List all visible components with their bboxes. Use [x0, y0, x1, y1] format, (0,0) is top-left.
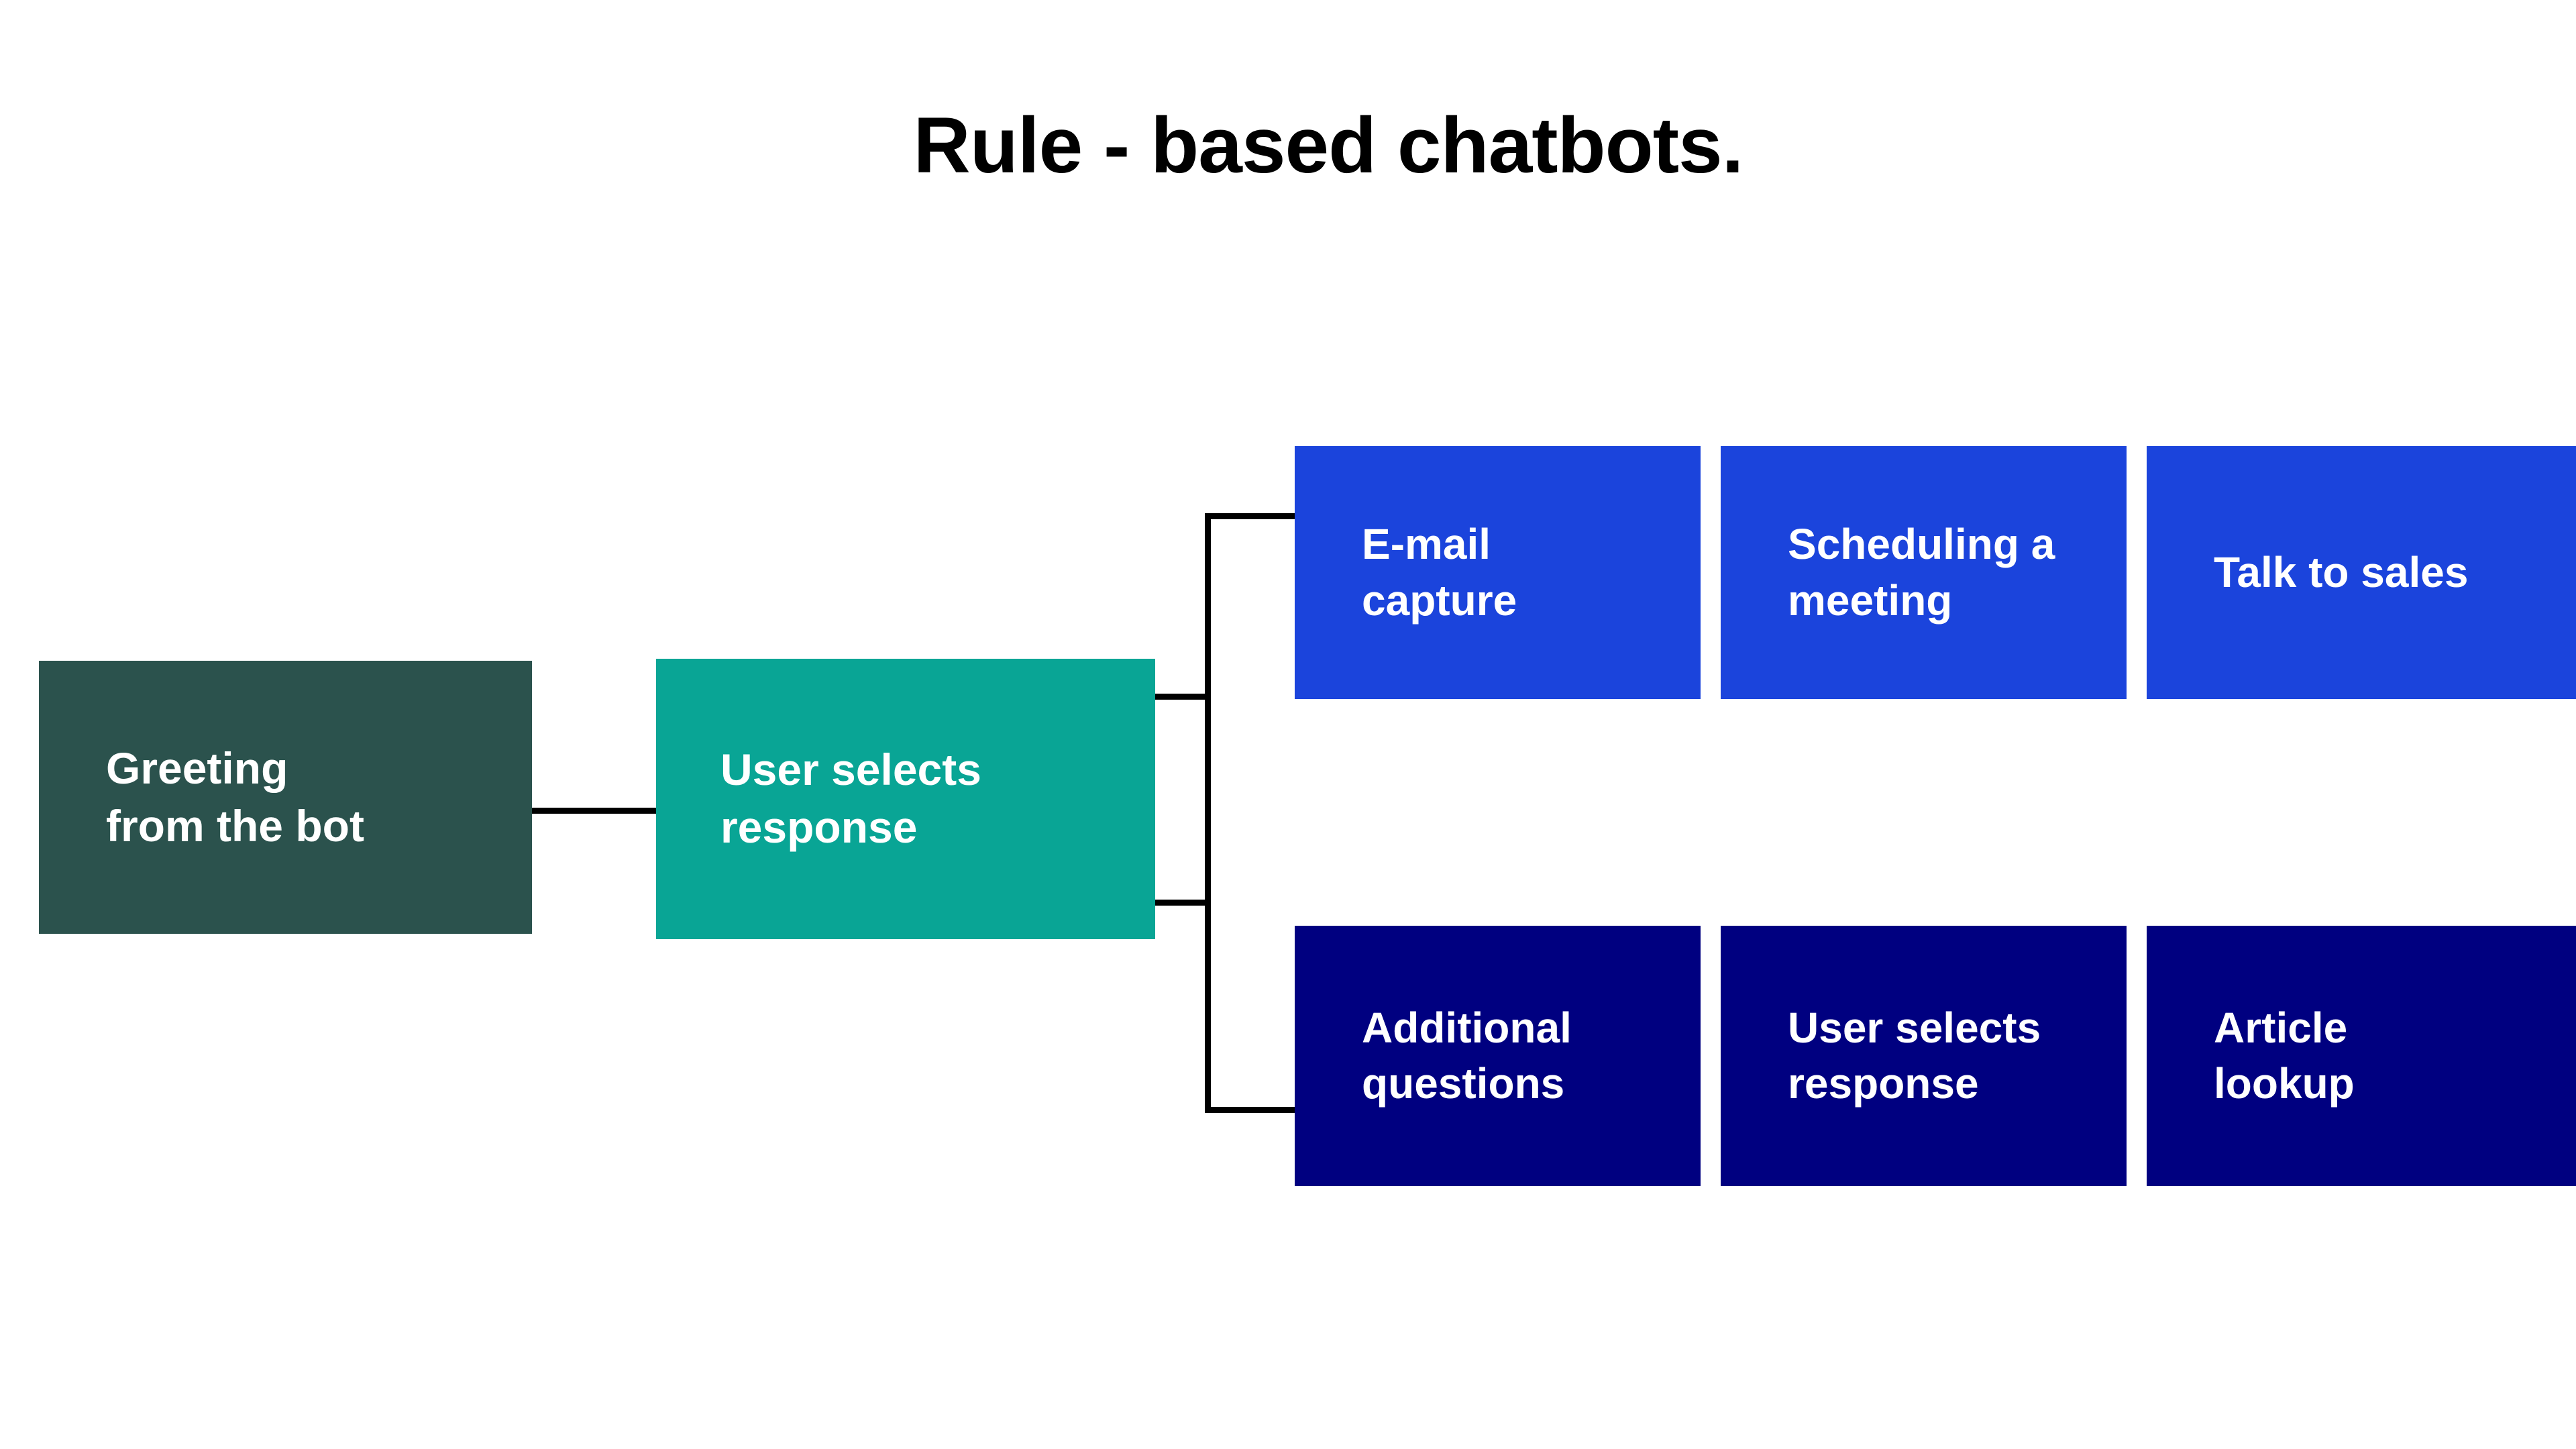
node-label: Article lookup [2214, 1003, 2355, 1108]
node-article-lookup[interactable]: Article lookup [2147, 926, 2576, 1186]
connector-branch-spine [1205, 513, 1211, 1113]
connector-stage-stub-upper [1155, 694, 1209, 700]
node-label: Scheduling a meeting [1788, 520, 2055, 625]
connector-stage-stub-lower [1155, 900, 1209, 906]
node-talk-to-sales[interactable]: Talk to sales [2147, 446, 2576, 699]
node-user-selects-response[interactable]: User selects response [656, 659, 1155, 939]
node-label: Talk to sales [2214, 547, 2469, 596]
connector-spine-to-top-row [1205, 513, 1299, 519]
node-label: User selects response [1788, 1003, 2041, 1108]
page-title: Rule - based chatbots. [913, 101, 1744, 190]
node-greeting-from-the-bot[interactable]: Greeting from the bot [39, 661, 532, 934]
node-label: User selects response [720, 745, 981, 852]
node-label: Additional questions [1362, 1003, 1572, 1108]
node-label: E-mail capture [1362, 520, 1517, 625]
node-label: Greeting from the bot [106, 743, 364, 851]
connector-root-to-stage [532, 808, 658, 814]
node-scheduling-a-meeting[interactable]: Scheduling a meeting [1721, 446, 2127, 699]
connector-spine-to-bottom-row [1205, 1107, 1299, 1113]
node-additional-questions[interactable]: Additional questions [1295, 926, 1701, 1186]
node-user-selects-response-2[interactable]: User selects response [1721, 926, 2127, 1186]
node-email-capture[interactable]: E-mail capture [1295, 446, 1701, 699]
